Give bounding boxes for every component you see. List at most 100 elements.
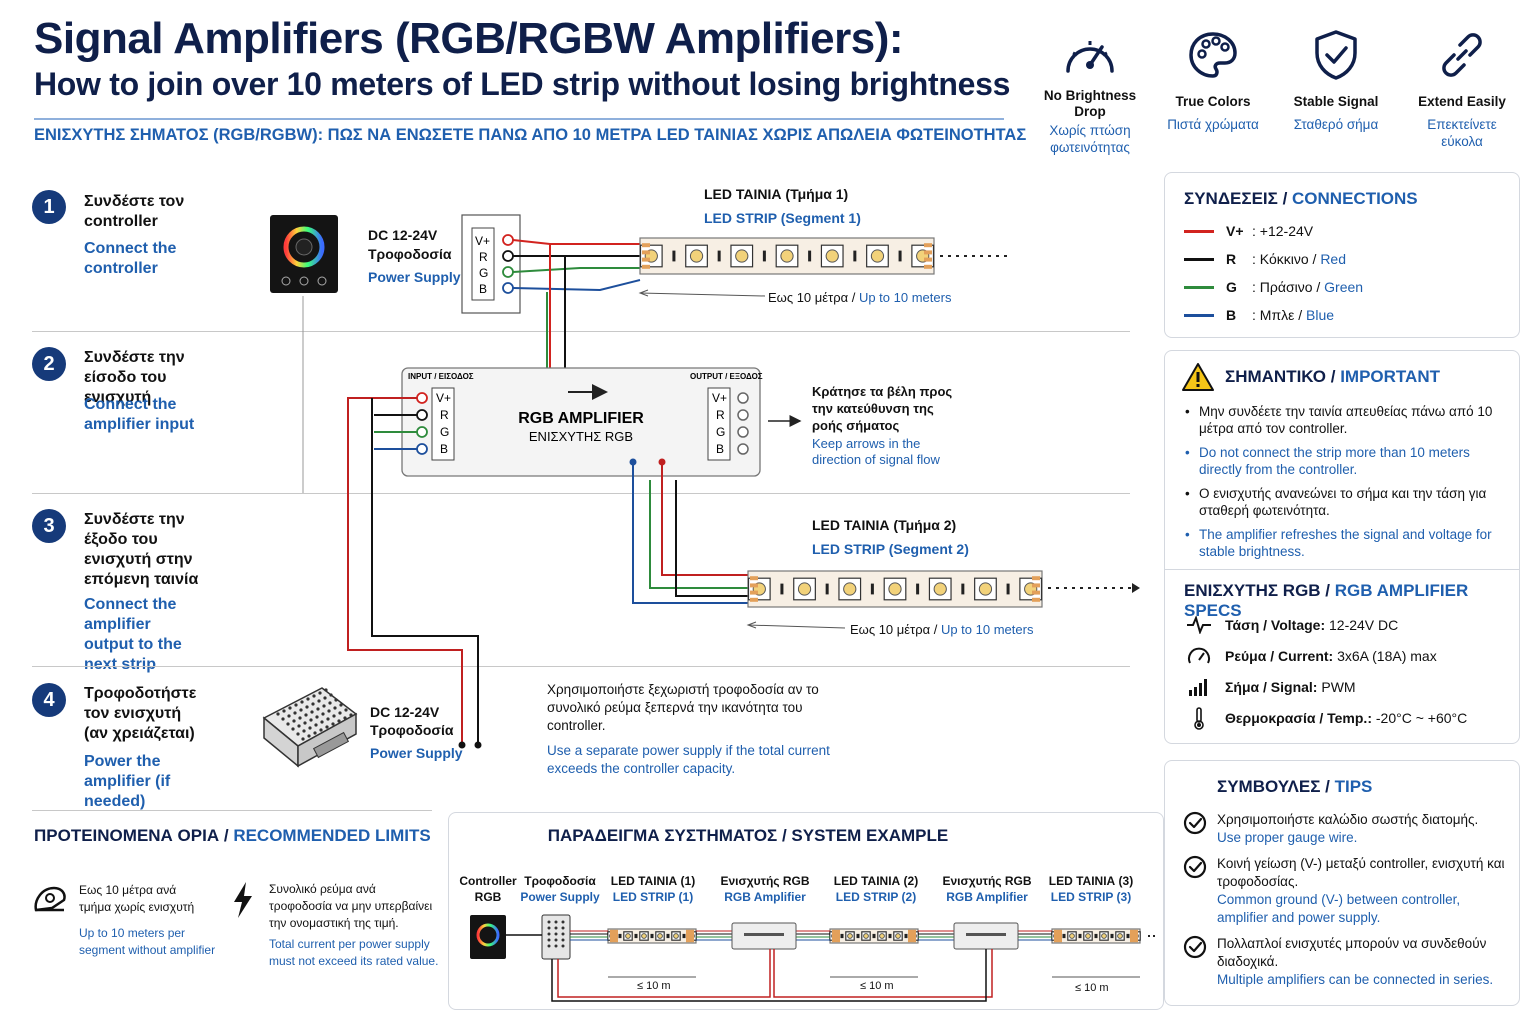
section-divider [32,493,1130,494]
col-en: RGB [474,890,502,904]
step-text-en: Connect the amplifier input [84,396,195,433]
psu2-voltage: DC 12-24V [370,704,440,720]
system-example-diagram [470,914,1158,1002]
rgb-controller [270,215,338,293]
resistor [650,933,654,939]
resistor [808,250,812,262]
connection-row: B: Μπλε / Blue [1184,301,1363,329]
connection-key: R [1226,251,1237,267]
step-text-en: Power the amplifier (if needed) [84,753,171,810]
psu-note-gr: Χρησιμοποιήστε ξεχωριστή τροφοδοσία αν τ… [547,682,819,733]
link-icon [1442,33,1482,77]
resistor [825,583,829,595]
connection-desc-gr: : Πράσινο / [1252,279,1321,295]
resistor [856,933,860,939]
important-list: Μην συνδέετε την ταινία απευθείας πάνω α… [1185,403,1505,567]
terminal-label: B [479,282,487,296]
col-gr: Τροφοδοσία [524,874,596,888]
amp-input-label: INPUT / ΕΙΣΟΔΟΣ [408,372,474,381]
terminal-label: B [440,442,448,456]
thermometer-icon [1181,706,1217,730]
col-en: Power Supply [520,890,600,904]
tip-text: Χρησιμοποιήστε καλώδιο σωστής διατομής.U… [1217,811,1478,847]
wire-color-swatch [1184,229,1214,233]
limit-text-en: Up to 10 meters per segment without ampl… [79,926,216,957]
voltage-wave-icon [1181,615,1217,634]
amp-output-label: OUTPUT / ΕΞΟΔΟΣ [690,372,763,381]
lightning-icon [234,882,252,918]
psu1-label-gr: Τροφοδοσία [368,246,452,262]
step-text-en: Connect the amplifier output to the next… [84,596,182,673]
important-bullet: Μην συνδέετε την ταινία απευθείας πάνω α… [1185,403,1505,437]
page-title: Signal Amplifiers (RGB/RGBW Amplifiers): [34,14,904,63]
connection-row: V+: +12-24V [1184,217,1363,245]
resistor [717,250,721,262]
psu2-label-gr: Τροφοδοσία [370,722,454,738]
important-title: ΣΗΜΑΝΤΙΚΟ / IMPORTANT [1225,367,1440,387]
spec-row: Ρεύμα / Current: 3x6A (18A) max [1181,640,1467,671]
col-en: LED STRIP (2) [835,890,917,904]
important-title-gr: ΣΗΜΑΝΤΙΚΟ / [1225,367,1336,386]
step-text-gr: Τροφοδοτήστε τον ενισχυτή (αν χρειάζεται… [84,685,197,742]
col-gr: LED ΤΑΙΝΙΑ (2) [833,874,919,888]
limits-title-en: RECOMMENDED LIMITS [233,826,431,845]
system-title: ΠΑΡΑΔΕΙΓΜΑ ΣΥΣΤΗΜΑΤΟΣ / SYSTEM EXAMPLE [547,826,949,845]
wire-v-plus [661,462,750,576]
important-bullet: The amplifier refreshes the signal and v… [1185,526,1505,560]
col-en: RGB Amplifier [946,890,1028,904]
psu-note-en: Use a separate power supply if the total… [547,743,830,776]
connections-panel: ΣΥΝΔΕΣΕΙΣ / CONNECTIONS V+: +12-24V R: Κ… [1164,172,1520,338]
feature-true-colors: True Colors Πιστά χρώματα [1158,24,1268,133]
wire-blue-channel [632,462,750,604]
step-number: 2 [32,347,66,381]
power-supply-unit [262,687,358,768]
panel-divider [1165,569,1519,570]
gauge-icon [1066,41,1114,73]
wire-blue-channel [512,279,641,292]
mini-amplifier [953,922,1019,950]
resistor [1078,933,1082,939]
spec-value: 3x6A (18A) max [1337,647,1437,664]
resistor [634,933,638,939]
connection-row: R: Κόκκινο / Red [1184,245,1363,273]
wire-ground [371,398,479,745]
step-number: 3 [32,509,66,543]
tip-text-gr: Πολλαπλοί ενισχυτές μπορούν να συνδεθούν… [1217,936,1487,969]
length-arrow [639,292,766,297]
col-gr: LED ΤΑΙΝΙΑ (3) [1048,874,1134,888]
wire-red-channel [675,480,750,597]
connection-desc-gr: : +12-24V [1252,223,1314,239]
important-title-en: IMPORTANT [1340,367,1440,386]
resistor [840,933,844,939]
palette-icon [1189,32,1237,78]
important-bullet: Do not connect the strip more than 10 me… [1185,444,1505,478]
segment-length-label: ≤ 10 m [1075,982,1109,994]
specs-title-gr: ΕΝΙΣΧΥΤΗΣ RGB / [1184,581,1331,600]
spec-row: Θερμοκρασία / Temp.: -20°C ~ +60°C [1181,702,1467,733]
mini-controller [470,915,506,959]
spec-label: Τάση / Voltage: [1225,616,1326,633]
terminal-label: R [479,250,488,264]
spec-value: PWM [1321,678,1356,695]
connection-desc-en: Red [1320,251,1346,267]
tip-text: Κοινή γείωση (V-) μεταξύ controller, ενι… [1217,855,1513,927]
connections-title-gr: ΣΥΝΔΕΣΕΙΣ / [1184,189,1288,208]
resistor [870,583,874,595]
spec-label: Θερμοκρασία / Temp.: [1225,709,1372,726]
resistor [618,933,622,939]
feature-label-gr: Σταθερό σήμα [1293,117,1379,132]
connection-desc-en: Blue [1306,307,1335,323]
segment-length-label: ≤ 10 m [860,980,894,992]
tip-text-gr: Χρησιμοποιήστε καλώδιο σωστής διατομής. [1217,812,1479,827]
specs-title-en: RGB AMPLIFIER SPECS [1184,581,1469,620]
tip-item: Πολλαπλοί ενισχυτές μπορούν να συνδεθούν… [1183,935,1513,989]
connections-title: ΣΥΝΔΕΣΕΙΣ / CONNECTIONS [1184,189,1418,209]
connection-key: B [1226,307,1237,323]
terminal-label: G [440,425,449,439]
limits-title: ΠΡΟΤΕΙΝΟΜΕΝΑ ΟΡΙΑ / RECOMMENDED LIMITS [34,826,431,846]
section-divider [32,331,1130,332]
resistor [1110,933,1114,939]
